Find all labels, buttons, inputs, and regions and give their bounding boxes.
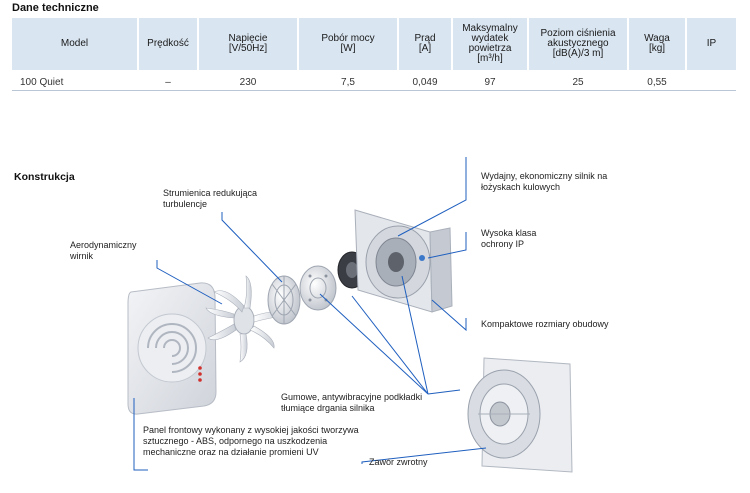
front-panel-image — [127, 282, 217, 415]
callout-lines — [133, 157, 487, 471]
spec-section-title: Dane techniczne — [12, 2, 99, 14]
label-rubber-dampers: Gumowe, antywibracyjne podkładki tłumiąc… — [281, 392, 423, 413]
spec-table: Model Prędkość Napięcie[V/50Hz] Pobór mo… — [12, 18, 736, 91]
col-header-waga: Waga[kg] — [627, 18, 686, 70]
cell-napiecie: 230 — [239, 76, 257, 88]
housing-image — [354, 209, 453, 313]
assembled-fan-image — [467, 357, 573, 473]
col-header-prad: Prąd[A] — [397, 18, 452, 70]
label-front-panel: Panel frontowy wykonany z wysokiej jakoś… — [143, 425, 359, 457]
label-flow-straightener: Strumienica redukująca turbulencje — [163, 188, 258, 209]
cell-predkosc: – — [165, 76, 171, 88]
label-ip-class: Wysoka klasa ochrony IP — [481, 228, 537, 249]
col-header-predkosc: Prędkość — [137, 18, 198, 70]
table-row: 100 Quiet – 230 7,5 0,049 97 25 0,55 — [12, 70, 736, 91]
construction-section-title: Konstrukcja — [14, 171, 75, 183]
label-motor: Wydajny, ekonomiczny silnik na łożyskach… — [481, 171, 608, 192]
cell-wydatek: 97 — [484, 76, 496, 88]
col-header-napiecie: Napięcie[V/50Hz] — [197, 18, 298, 70]
impeller-image — [205, 275, 285, 363]
damper-disk-image — [299, 265, 337, 311]
spec-header-row: Model Prędkość Napięcie[V/50Hz] Pobór mo… — [12, 18, 736, 70]
label-compact-housing: Kompaktowe rozmiary obudowy — [481, 319, 609, 329]
label-check-valve: Zawór zwrotny — [369, 457, 428, 467]
cell-cisnienie: 25 — [572, 76, 584, 88]
col-header-ip: IP — [685, 18, 736, 70]
cell-prad: 0,049 — [412, 76, 438, 88]
col-header-pobor: Pobór mocy[W] — [297, 18, 398, 70]
label-impeller: Aerodynamiczny wirnik — [70, 240, 137, 261]
cell-waga: 0,55 — [647, 76, 667, 88]
flow-straightener-image — [267, 275, 301, 325]
cell-ip — [686, 70, 736, 91]
cell-pobor: 7,5 — [341, 76, 355, 88]
cell-model: 100 Quiet — [20, 76, 64, 88]
col-header-model: Model — [12, 18, 138, 70]
table-bottom-rule — [12, 90, 736, 91]
